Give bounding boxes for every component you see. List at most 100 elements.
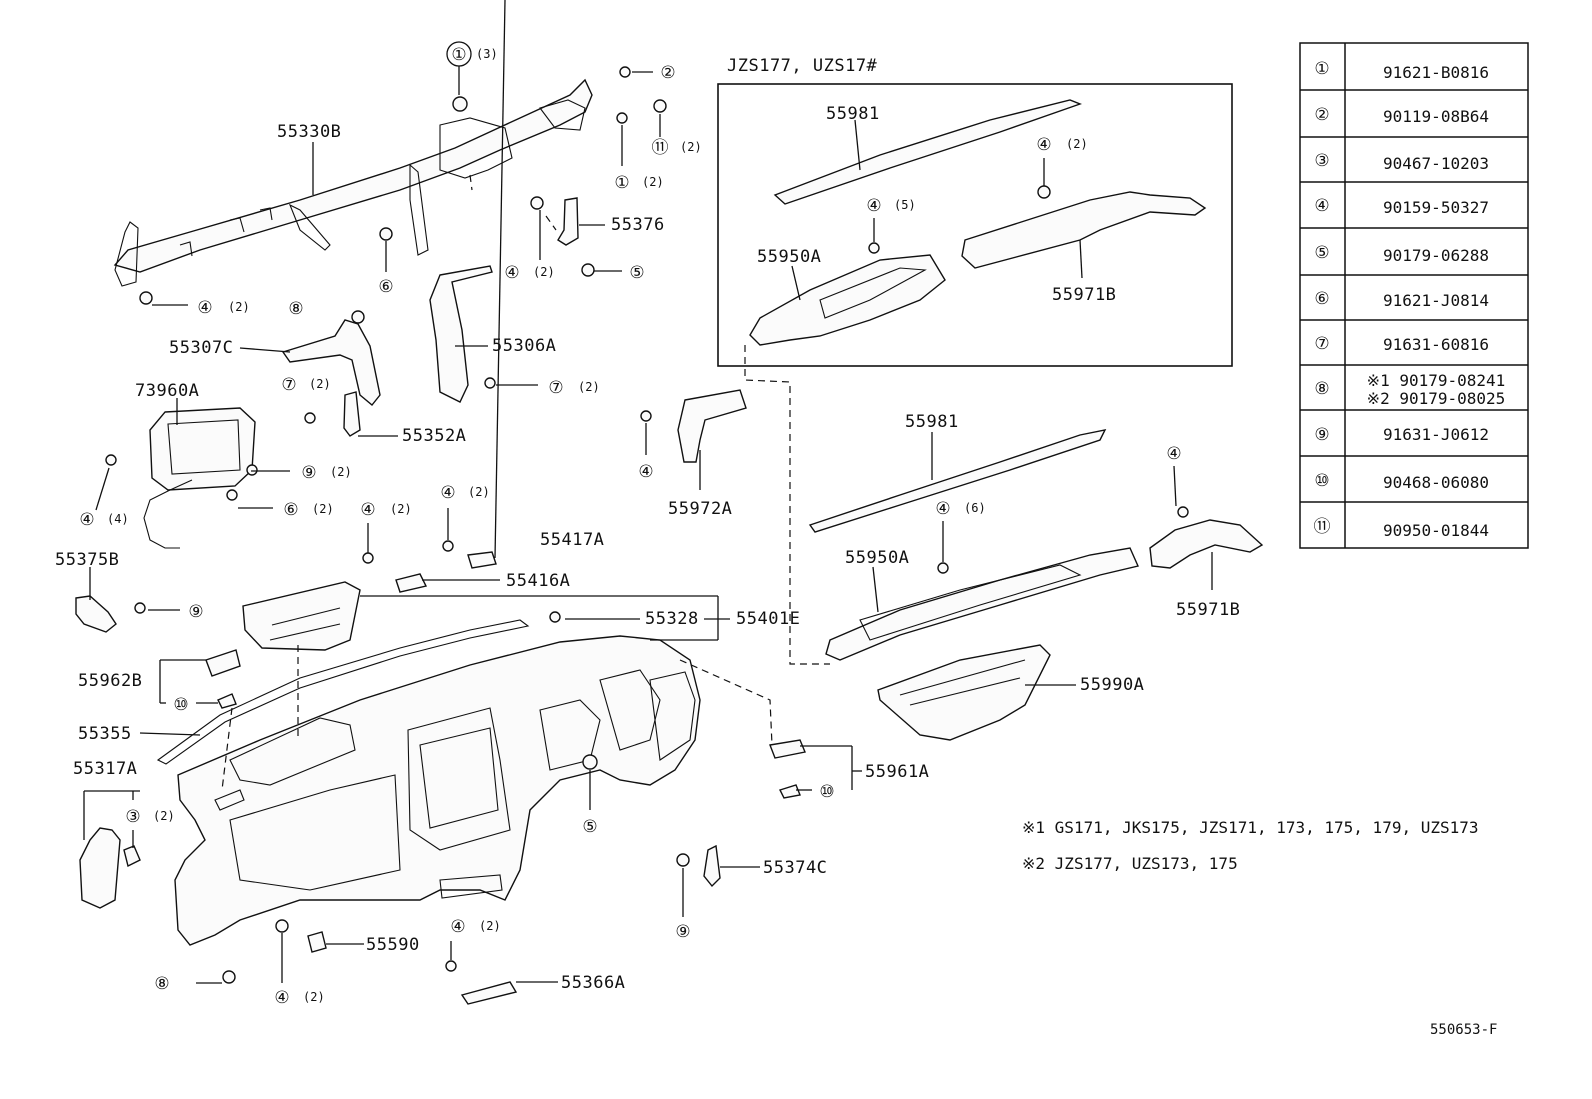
svg-text:(2): (2) (1066, 137, 1088, 151)
svg-text:(2): (2) (479, 919, 501, 933)
label-55401E: 55401E (736, 609, 800, 629)
callout-8-a: ⑧ (288, 299, 303, 319)
callout-4-e: ④ (2) (440, 483, 489, 503)
svg-text:⑧: ⑧ (154, 974, 169, 994)
fastener-table: ① 91621-B0816 ② 90119-08B64 ③ 90467-1020… (1299, 42, 1529, 549)
label-55375B: 55375B (55, 550, 119, 570)
callout-4-l: ④ (2) (274, 988, 324, 1008)
label-55352A: 55352A (402, 426, 466, 446)
table-part-8a: ※1 90179-08241 (1367, 371, 1506, 390)
notes: ※1 GS171, JKS175, JZS171, 173, 175, 179,… (1022, 818, 1497, 1038)
reinforcement-beam (113, 78, 593, 273)
callout-4-g: ④ (2) (1036, 135, 1087, 155)
svg-text:④: ④ (440, 483, 455, 503)
callout-11: ⑪ (2) (652, 138, 702, 158)
label-55950A-inset: 55950A (757, 247, 821, 267)
note-1: ※1 GS171, JKS175, JZS171, 173, 175, 179,… (1022, 818, 1479, 837)
table-ref-6: ⑥ (1314, 289, 1329, 309)
svg-text:(2): (2) (303, 990, 325, 1004)
label-55376: 55376 (611, 215, 665, 235)
svg-text:④: ④ (1036, 135, 1051, 155)
callout-9-b: ⑨ (188, 602, 203, 622)
callout-4-j: ④ (1166, 444, 1181, 464)
table-ref-7: ⑦ (1314, 334, 1329, 354)
svg-text:⑦: ⑦ (281, 375, 296, 395)
table-part-5: 90179-06288 (1383, 246, 1489, 265)
callout-6-b: ⑥ (2) (283, 500, 333, 520)
svg-text:(2): (2) (312, 502, 334, 516)
callout-4-d: ④ (2) (360, 500, 411, 520)
table-part-2: 90119-08B64 (1383, 107, 1489, 126)
label-55330B: 55330B (277, 122, 341, 142)
svg-text:④: ④ (935, 499, 950, 519)
callout-10-b: ⑩ (819, 782, 834, 802)
svg-text:(5): (5) (894, 198, 916, 212)
label-55961A: 55961A (865, 762, 929, 782)
callout-3: ③ (2) (125, 807, 174, 827)
svg-text:⑨: ⑨ (301, 463, 316, 483)
callout-1-right: ① (2) (614, 173, 663, 193)
table-part-9: 91631-J0612 (1383, 425, 1489, 444)
callout-1-top: ① (3) (446, 41, 498, 67)
label-55950A: 55950A (845, 548, 909, 568)
label-55417A: 55417A (540, 530, 604, 550)
svg-text:(6): (6) (964, 501, 986, 515)
svg-text:④: ④ (197, 298, 212, 318)
svg-text:⑧: ⑧ (288, 299, 303, 319)
svg-text:④: ④ (450, 917, 465, 937)
label-55971B-inset: 55971B (1052, 285, 1116, 305)
figure-code: 550653-F (1430, 1022, 1497, 1038)
label-55307C: 55307C (169, 338, 233, 358)
svg-text:②: ② (660, 63, 675, 83)
label-55981: 55981 (905, 412, 959, 432)
dashed-lines (221, 174, 830, 791)
table-ref-3: ③ (1314, 151, 1329, 171)
svg-text:①: ① (614, 173, 629, 193)
note-2: ※2 JZS177, UZS173, 175 (1022, 854, 1238, 873)
callout-5-a: ⑤ (629, 263, 644, 283)
label-55972A: 55972A (668, 499, 732, 519)
callout-4-h: ④ (5) (866, 196, 915, 216)
svg-text:①: ① (451, 45, 466, 65)
svg-text:(2): (2) (680, 140, 702, 154)
table-ref-8: ⑧ (1314, 379, 1329, 399)
label-55306A: 55306A (492, 336, 556, 356)
table-ref-5: ⑤ (1314, 243, 1329, 263)
svg-text:④: ④ (638, 462, 653, 482)
svg-text:(3): (3) (476, 47, 498, 61)
svg-text:④: ④ (866, 196, 881, 216)
svg-text:(2): (2) (390, 502, 412, 516)
svg-text:④: ④ (360, 500, 375, 520)
callouts: ① (3) ② ⑪ (2) ① (2) ⑥ ④ (2) ④ (2) ⑤ ⑧ (79, 41, 1182, 1008)
label-55328: 55328 (645, 609, 699, 629)
table-ref-4: ④ (1314, 196, 1329, 216)
part-labels: 55330B 55376 55306A 55307C 55352A 73960A… (55, 104, 1240, 993)
table-ref-2: ② (1314, 105, 1329, 125)
label-55981-inset: 55981 (826, 104, 880, 124)
callout-4-c: ④ (4) (79, 510, 128, 530)
svg-text:(2): (2) (309, 377, 331, 391)
table-ref-9: ⑨ (1314, 425, 1329, 445)
table-part-1: 91621-B0816 (1383, 63, 1489, 82)
table-part-8b: ※2 90179-08025 (1367, 389, 1506, 408)
callout-4-f: ④ (638, 462, 653, 482)
inset-title: JZS177, UZS17# (727, 56, 878, 76)
svg-text:⑨: ⑨ (188, 602, 203, 622)
table-part-10: 90468-06080 (1383, 473, 1489, 492)
callout-4-b: ④ (2) (504, 263, 554, 283)
callout-7-a: ⑦ (2) (281, 375, 330, 395)
callout-4-i: ④ (6) (935, 499, 985, 519)
svg-text:(4): (4) (107, 512, 129, 526)
label-55366A: 55366A (561, 973, 625, 993)
callout-9-c: ⑨ (675, 922, 690, 942)
svg-text:(2): (2) (153, 809, 175, 823)
table-ref-11: ⑪ (1314, 517, 1331, 537)
table-ref-10: ⑩ (1314, 471, 1329, 491)
svg-text:⑩: ⑩ (819, 782, 834, 802)
svg-text:④: ④ (274, 988, 289, 1008)
svg-text:(2): (2) (533, 265, 555, 279)
callout-8-b: ⑧ (154, 974, 169, 994)
label-55355: 55355 (78, 724, 132, 744)
callout-9-a: ⑨ (2) (301, 463, 351, 483)
